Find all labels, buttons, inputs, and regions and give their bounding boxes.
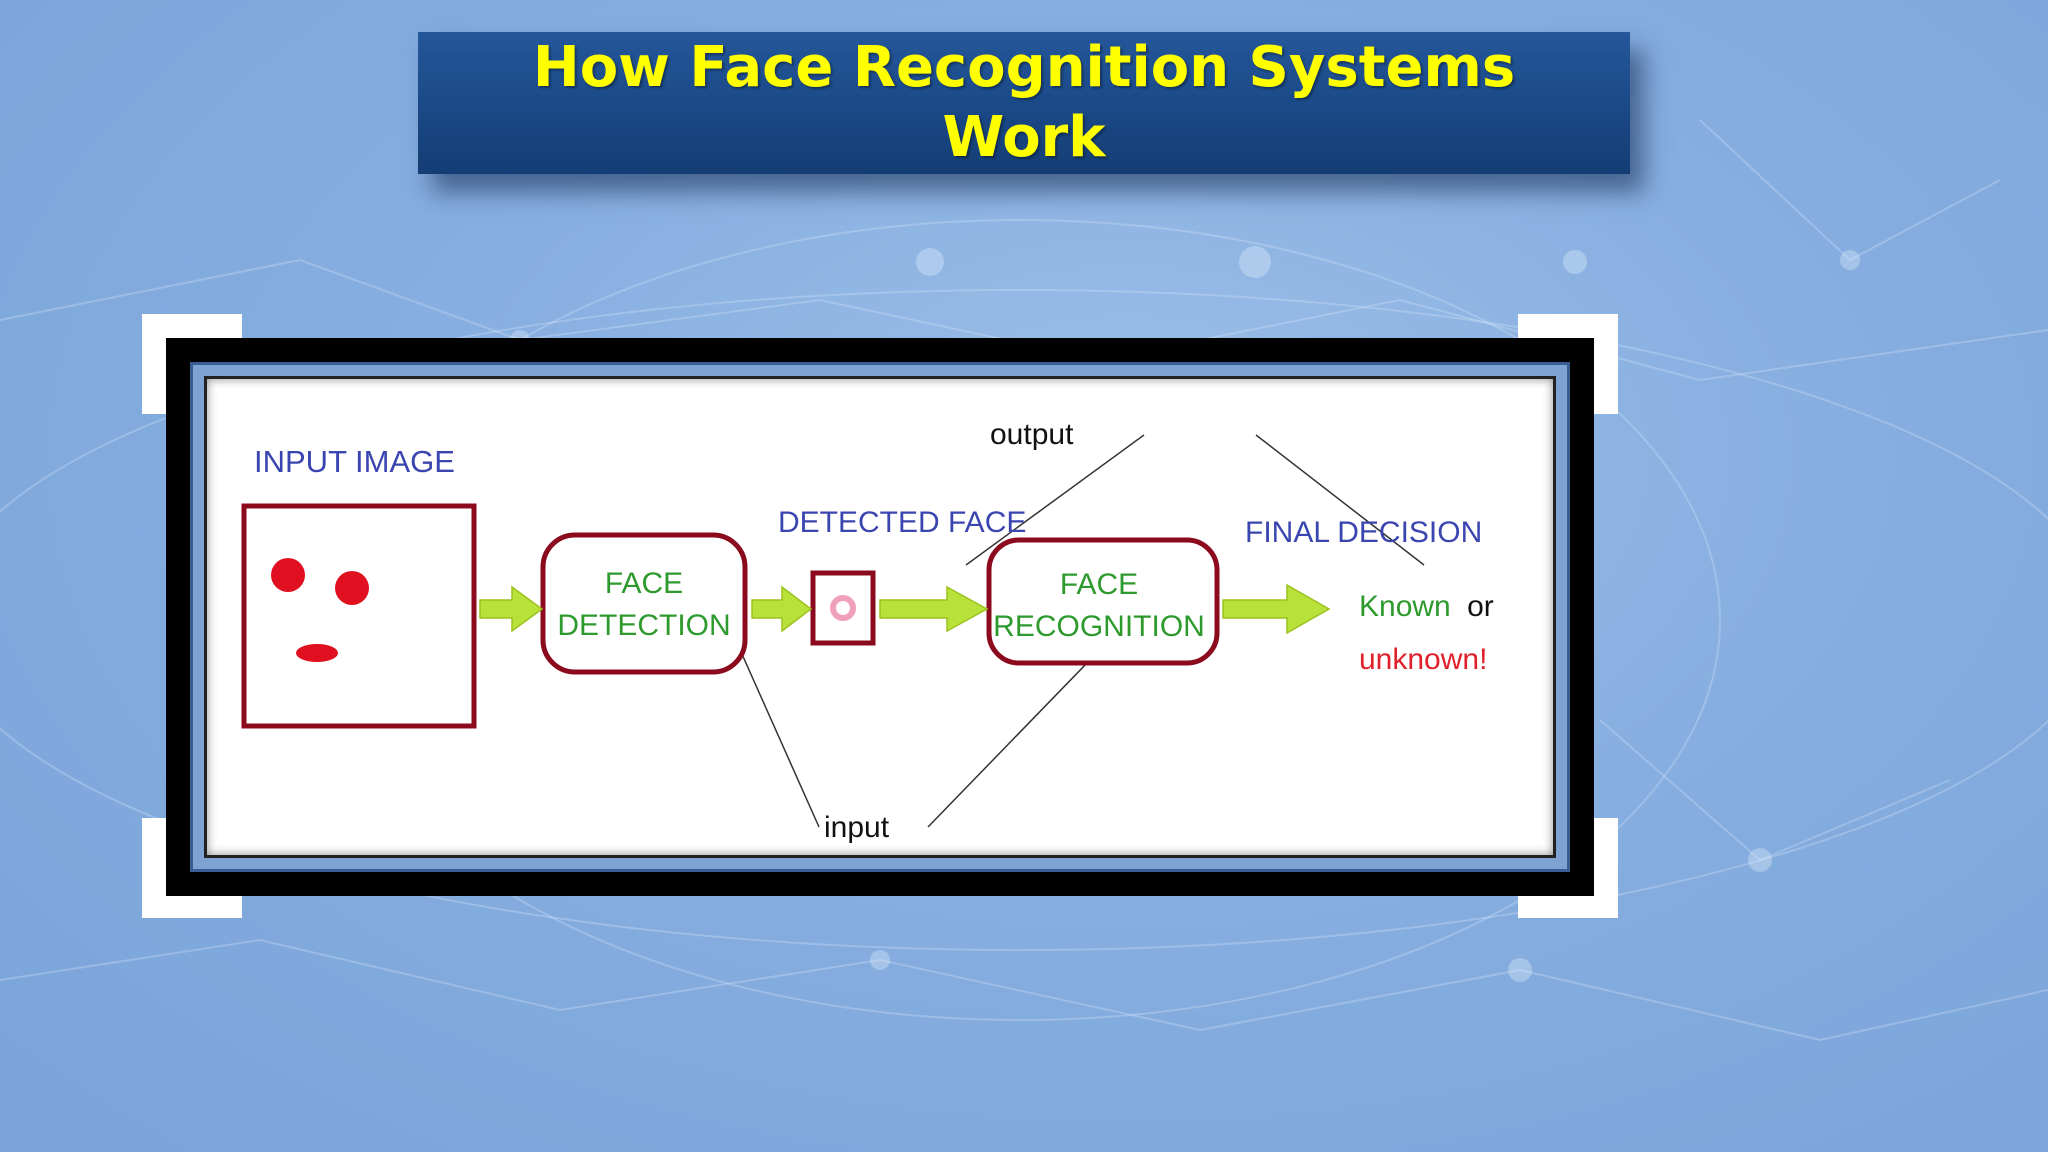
- known-word: Known: [1359, 590, 1451, 623]
- arrow-image-to-detection: [479, 585, 544, 633]
- face-recognition-box: [986, 537, 1220, 666]
- input-image-label: INPUT IMAGE: [254, 444, 455, 479]
- picture-frame-inner: INPUT IMAGE FACE DETECTION DETECTED FACE…: [190, 362, 1570, 872]
- face-recognition-label-line1: FACE: [1060, 568, 1138, 601]
- arrow-detection-to-face: [751, 585, 813, 633]
- arrow-recognition-to-decision: [1222, 583, 1331, 635]
- face-detection-label-line1: FACE: [605, 567, 683, 600]
- picture-frame: INPUT IMAGE FACE DETECTION DETECTED FACE…: [166, 338, 1594, 896]
- input-image-box: [241, 503, 477, 729]
- face-left-eye: [271, 558, 305, 592]
- face-detection-box: [540, 532, 748, 675]
- face-recognition-label-line2: RECOGNITION: [993, 610, 1205, 643]
- input-label: input: [824, 811, 890, 844]
- title-banner: How Face Recognition Systems Work: [418, 32, 1630, 174]
- diagram-panel: INPUT IMAGE FACE DETECTION DETECTED FACE…: [204, 376, 1556, 858]
- final-decision-label: FINAL DECISION: [1245, 516, 1482, 549]
- arrow-face-to-recognition: [879, 585, 989, 633]
- detected-face-box: [810, 570, 876, 646]
- face-recognition-diagram: INPUT IMAGE FACE DETECTION DETECTED FACE…: [241, 418, 1494, 844]
- line-input-from-image: [728, 624, 820, 828]
- output-label: output: [990, 418, 1074, 451]
- detected-face-label: DETECTED FACE: [778, 506, 1026, 539]
- detected-face-ring: [830, 595, 856, 621]
- or-word: or: [1467, 590, 1494, 623]
- page-title: How Face Recognition Systems Work: [532, 35, 1516, 170]
- known-label: Known or: [1359, 590, 1494, 623]
- line-output-to-final-decision: [1255, 434, 1425, 566]
- unknown-label: unknown!: [1359, 643, 1487, 676]
- face-detection-label-line2: DETECTION: [557, 609, 730, 642]
- face-mouth: [296, 644, 338, 662]
- line-output-to-detected-face: [965, 434, 1145, 566]
- face-right-eye: [335, 571, 369, 605]
